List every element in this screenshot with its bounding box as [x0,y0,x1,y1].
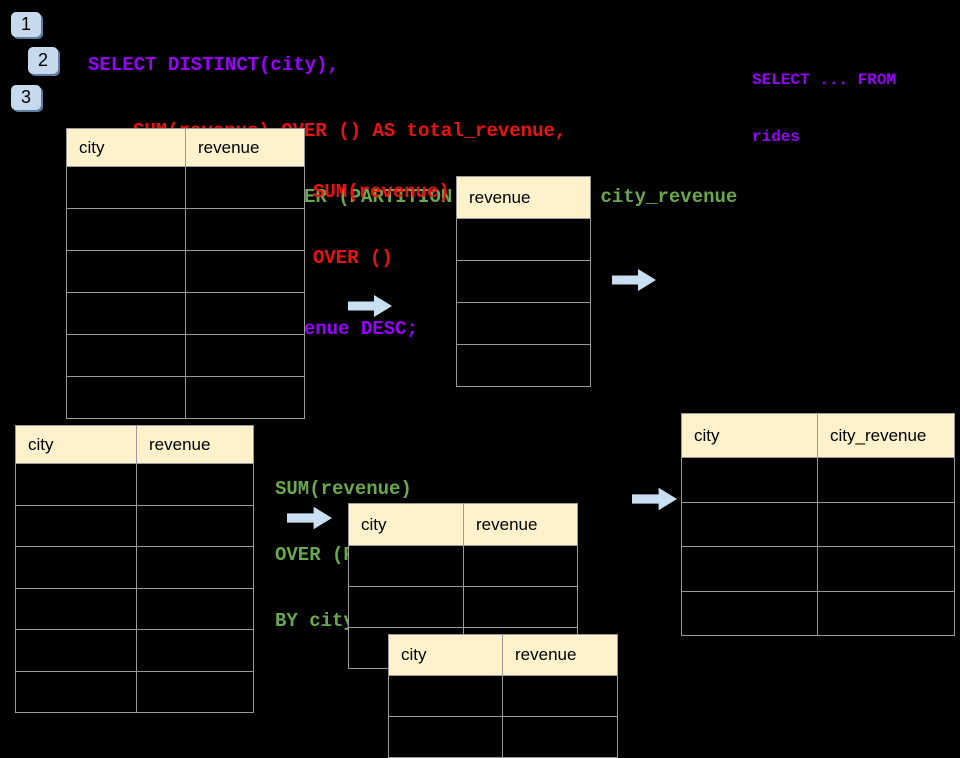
table-header-cell: city [389,635,503,676]
table-cell [682,591,818,636]
table-cell [137,547,254,589]
table-cell [16,630,137,672]
table-cell [67,209,186,251]
table-header-cell: revenue [464,504,578,546]
table-cell [137,464,254,506]
table-header-cell: revenue [503,635,618,676]
table-cell [186,335,305,377]
table-cell [137,588,254,630]
table-cell [16,671,137,713]
table-cell [818,458,955,503]
table-cell [457,345,591,387]
table-source-bottom: city revenue [15,425,254,713]
table-cell [16,464,137,506]
table-cell [503,676,618,717]
table-source-top: city revenue [66,128,305,419]
table-cell [186,293,305,335]
table-cell [457,219,591,261]
table-cell [186,167,305,209]
sql-code-line: SELECT DISTINCT(city), [88,54,339,76]
step-badge-3: 3 [11,85,41,110]
table-cell [682,547,818,592]
table-cell [349,587,464,628]
table-header-cell: city [682,414,818,458]
annotation-line: SUM(revenue) [275,478,412,500]
table-total-result: revenue [456,176,591,387]
annotation-over-total: SUM(revenue) OVER () [313,137,450,291]
table-cell [137,671,254,713]
side-note: SELECT ... FROM rides [752,33,896,166]
table-cell [389,717,503,758]
table-cell [186,377,305,419]
table-cell [389,676,503,717]
table-cell [67,377,186,419]
table-cell [464,546,578,587]
table-cell [818,591,955,636]
table-final-result: city city_revenue [681,413,955,636]
table-cell [457,261,591,303]
table-cell [137,630,254,672]
table-cell [16,547,137,589]
table-header-cell: city [349,504,464,546]
table-cell [682,502,818,547]
table-cell [16,588,137,630]
table-header-cell: city [16,426,137,464]
flow-arrow-icon [348,294,392,323]
side-note-line: SELECT ... FROM [752,71,897,89]
slide-canvas: { "colors": { "background": "#000000", "… [11,12,955,758]
flow-arrow-icon [632,486,677,517]
table-cell [67,167,186,209]
table-cell [349,546,464,587]
table-cell [16,505,137,547]
flow-arrow-icon [287,505,332,536]
table-cell [186,251,305,293]
step-badge-2: 2 [28,47,58,74]
table-header-cell: revenue [457,177,591,219]
table-header-cell: city_revenue [818,414,955,458]
table-partition-second: city revenue [388,634,618,758]
table-header-cell: city [67,129,186,167]
table-cell [457,303,591,345]
side-note-line: rides [752,128,801,146]
table-cell [67,335,186,377]
table-cell [818,502,955,547]
table-cell [818,547,955,592]
table-cell [503,717,618,758]
table-cell [464,587,578,628]
table-header-cell: revenue [186,129,305,167]
table-header-cell: revenue [137,426,254,464]
table-cell [682,458,818,503]
step-badge-1: 1 [11,12,41,37]
flow-arrow-icon [612,268,656,297]
table-cell [186,209,305,251]
annotation-line: SUM(revenue) [313,181,450,203]
table-cell [137,505,254,547]
table-cell [67,251,186,293]
annotation-line: OVER () [313,247,393,269]
table-cell [67,293,186,335]
